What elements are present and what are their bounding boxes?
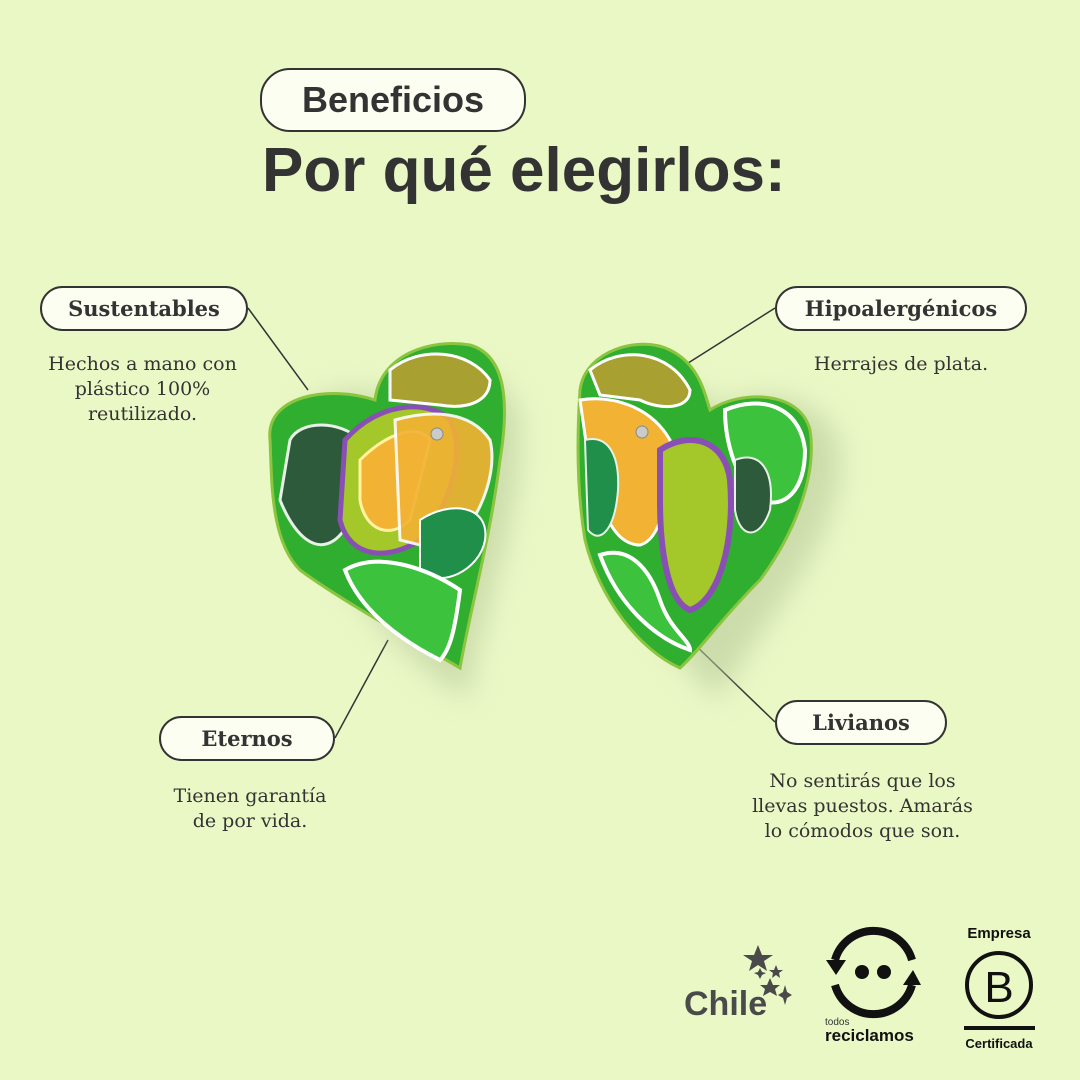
svg-text:Empresa: Empresa [967, 925, 1031, 942]
text-line: No sentirás que los [769, 770, 956, 792]
chile-logo: Chile [684, 945, 792, 1023]
right-heart-earring [576, 342, 813, 670]
benefit-pill-eternos: Eternos [159, 716, 335, 761]
silver-post-icon [635, 425, 649, 439]
benefit-pill-sustentables: Sustentables [40, 286, 248, 331]
text-line: Herrajes de plata. [813, 353, 989, 375]
connector-lines [247, 307, 776, 739]
benefit-text-hipoalergenicos: Herrajes de plata. [775, 352, 1027, 377]
page-title: Por qué elegirlos: [262, 136, 786, 205]
svg-text:Certificada: Certificada [965, 1036, 1033, 1051]
benefit-pill-livianos: Livianos [775, 700, 947, 745]
svg-text:todos: todos [825, 1017, 849, 1028]
benefit-text-sustentables: Hechos a mano con plástico 100% reutiliz… [20, 352, 265, 427]
chile-logo-text: Chile [684, 985, 767, 1023]
star-icon [743, 945, 773, 971]
star-icon [754, 968, 766, 979]
text-line: Hechos a mano con [48, 353, 237, 375]
benefit-text-livianos: No sentirás que los llevas puestos. Amar… [730, 769, 995, 844]
text-line: Tienen garantía [173, 785, 327, 807]
text-line: lo cómodos que son. [764, 820, 961, 842]
b-corp-logo: Empresa B Certificada [964, 925, 1035, 1051]
benefit-text-eternos: Tienen garantía de por vida. [140, 784, 360, 834]
text-line: reutilizado. [87, 403, 198, 425]
star-icon [769, 965, 783, 978]
left-heart-earring [268, 342, 506, 671]
silver-post-icon [430, 427, 444, 441]
text-line: plástico 100% [74, 378, 211, 400]
todos-reciclamos-logo: todos reciclamos [825, 926, 921, 1045]
star-icon [778, 985, 792, 1005]
text-line: llevas puestos. Amarás [752, 795, 973, 817]
text-line: de por vida. [192, 810, 308, 832]
svg-text:reciclamos: reciclamos [825, 1026, 914, 1045]
benefits-badge: Beneficios [260, 68, 526, 132]
svg-text:B: B [984, 963, 1013, 1012]
benefit-pill-hipoalergenicos: Hipoalergénicos [775, 286, 1027, 331]
star-icon [760, 978, 780, 996]
